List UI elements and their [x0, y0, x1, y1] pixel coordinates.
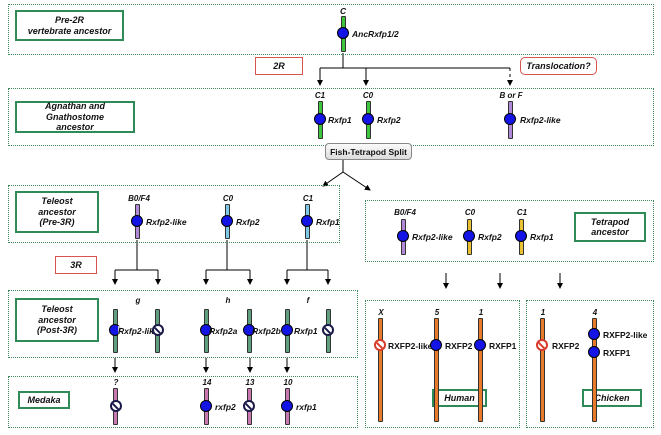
chicken-gene-marker-rxfp1	[588, 346, 600, 358]
medaka-gene-lost-icon-2	[243, 400, 255, 412]
tetrapod-label: Tetrapod ancestor	[574, 212, 646, 242]
tp-gene-rxfp2like: Rxfp2-like	[146, 217, 187, 227]
agn-gene-rxfp1: Rxfp1	[328, 115, 352, 125]
tp-gene-rxfp1: Rxfp1	[316, 217, 340, 227]
human-chrom-5: 5	[434, 308, 440, 317]
connector-tetrapod	[443, 273, 563, 289]
chicken-label: Chicken	[582, 389, 642, 407]
human-gene-marker-rxfp1	[474, 339, 486, 351]
post-gene-rxfp2a: Rxfp2a	[209, 326, 238, 336]
panel-teleost-pre	[8, 185, 340, 243]
chicken-gene-lost-icon	[536, 339, 548, 351]
medaka-gene-rxfp2: rxfp2	[215, 402, 236, 412]
event-3r: 3R	[55, 256, 97, 274]
post-gene-marker-rxfp2a	[200, 324, 212, 336]
connector-split	[322, 160, 371, 191]
event-fish-tetrapod-split: Fish-Tetrapod Split	[325, 143, 412, 160]
agn-gene-rxfp2like: Rxfp2-like	[520, 115, 561, 125]
medaka-gene-lost-icon-1	[110, 400, 122, 412]
medaka-label: Medaka	[18, 391, 70, 409]
medaka-gene-marker-rxfp2	[200, 400, 212, 412]
post-gene-lost-icon-1	[152, 324, 164, 336]
human-label: Human	[432, 389, 487, 407]
panel-human	[365, 300, 520, 428]
medaka-chrom-unknown: ?	[113, 378, 119, 387]
teleost-post-label: Teleost ancestor (Post-3R)	[15, 298, 99, 342]
anc-gene-label: AncRxfp1/2	[352, 29, 399, 39]
post-gene-marker-rxfp2b	[243, 324, 255, 336]
medaka-gene-marker-rxfp1	[281, 400, 293, 412]
tp-gene-rxfp2: Rxfp2	[236, 217, 260, 227]
post-gene-rxfp2like: Rxfp2-like	[118, 326, 159, 336]
panel-tetrapod	[365, 200, 654, 262]
event-2r: 2R	[255, 57, 303, 75]
tp-gene-marker-1	[131, 215, 143, 227]
agn-gene-rxfp2: Rxfp2	[377, 115, 401, 125]
tp-chrom-c0: C0	[222, 194, 234, 203]
medaka-gene-rxfp1: rxfp1	[296, 402, 317, 412]
human-gene-rxfp2like: RXFP2-like	[388, 341, 433, 351]
human-gene-marker-rxfp2	[430, 339, 442, 351]
chicken-gene-marker-rxfp2like	[588, 328, 600, 340]
chicken-chromosome-1	[540, 318, 545, 422]
anc-chrom-label: C	[340, 6, 347, 16]
human-gene-lost-icon	[374, 339, 386, 351]
teleost-pre-label: Teleost ancestor (Pre-3R)	[15, 191, 99, 233]
panel-teleost-post	[8, 290, 358, 358]
medaka-chrom-13: 13	[245, 378, 255, 387]
chicken-chrom-1: 1	[540, 308, 546, 317]
tp-chrom-c1: C1	[302, 194, 314, 203]
tp-chrom-b0f4: B0/F4	[128, 194, 150, 203]
chicken-chrom-4: 4	[592, 308, 598, 317]
tet-gene-marker-1	[397, 230, 409, 242]
post-gene-rxfp2b: Rxfp2b	[252, 326, 281, 336]
agnathan-label: Agnathan and Gnathostome ancestor	[15, 101, 135, 133]
post-group-h: h	[225, 296, 231, 305]
human-chromosome-5	[434, 318, 439, 422]
agn-chrom-c0: C0	[362, 91, 374, 100]
connector-3r	[112, 240, 331, 285]
agn-chrom-borf: B or F	[499, 91, 523, 100]
tet-gene-rxfp1: Rxfp1	[530, 232, 554, 242]
tp-gene-marker-2	[221, 215, 233, 227]
tet-gene-marker-3	[515, 230, 527, 242]
tp-gene-marker-3	[301, 215, 313, 227]
chicken-gene-rxfp2: RXFP2	[552, 341, 580, 351]
medaka-chrom-10: 10	[283, 378, 293, 387]
post-gene-lost-icon-2	[322, 324, 334, 336]
tet-gene-marker-2	[463, 230, 475, 242]
tet-chrom-c0: C0	[464, 208, 476, 217]
tet-gene-rxfp2like: Rxfp2-like	[412, 232, 453, 242]
post-group-f: f	[306, 296, 310, 305]
event-translocation: Translocation?	[520, 57, 597, 75]
agn-gene-marker-1	[314, 113, 326, 125]
panel-medaka	[8, 376, 358, 428]
tet-chrom-c1: C1	[516, 208, 528, 217]
post-gene-rxfp1: Rxfp1	[294, 326, 318, 336]
post-group-g: g	[135, 296, 141, 305]
human-chrom-1: 1	[478, 308, 484, 317]
chicken-chromosome-4	[592, 318, 597, 422]
human-gene-rxfp2: RXFP2	[445, 341, 473, 351]
tet-gene-rxfp2: Rxfp2	[478, 232, 502, 242]
agn-gene-marker-3	[504, 113, 516, 125]
agn-chrom-c1: C1	[314, 91, 326, 100]
human-chrom-x: X	[378, 308, 384, 317]
tet-chrom-b0f4: B0/F4	[394, 208, 416, 217]
pre2r-label: Pre-2R vertebrate ancestor	[15, 10, 124, 41]
panel-pre2r	[8, 4, 654, 55]
medaka-chrom-14: 14	[202, 378, 212, 387]
human-chromosome-x	[378, 318, 383, 422]
agn-gene-marker-2	[362, 113, 374, 125]
human-chromosome-1	[478, 318, 483, 422]
connector-2r	[317, 53, 513, 86]
anc-gene-marker	[337, 27, 349, 39]
chicken-gene-rxfp1: RXFP1	[603, 348, 631, 358]
post-gene-marker-rxfp1	[281, 324, 293, 336]
connector-medaka	[112, 358, 290, 373]
human-gene-rxfp1: RXFP1	[489, 341, 517, 351]
chicken-gene-rxfp2like: RXFP2-like	[603, 330, 648, 340]
panel-chicken	[526, 300, 654, 428]
